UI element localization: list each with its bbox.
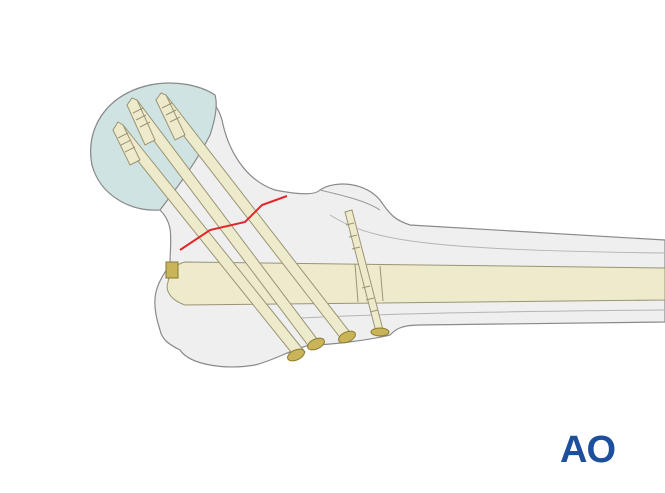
nail-taper-line-2 <box>379 265 384 302</box>
cephalic-screw-3 <box>155 92 356 344</box>
cephalic-screw-1 <box>112 121 306 362</box>
greater-trochanter <box>319 189 381 211</box>
ao-logo: AO <box>560 429 616 468</box>
fracture-line <box>179 195 288 251</box>
screw-head-1 <box>287 348 305 362</box>
cephalic-screw-2 <box>126 97 325 351</box>
screw-head-2 <box>307 337 325 351</box>
trochanteric-screw <box>344 209 390 337</box>
trochanteric-screw-head <box>370 327 390 337</box>
screw-head-3 <box>338 330 356 344</box>
ao-logo-text: AO <box>560 429 615 468</box>
nail-end-cap <box>165 261 179 279</box>
screw-threads <box>117 102 181 153</box>
shaft-cortex-upper <box>329 214 665 254</box>
nail-taper-line <box>354 263 359 303</box>
